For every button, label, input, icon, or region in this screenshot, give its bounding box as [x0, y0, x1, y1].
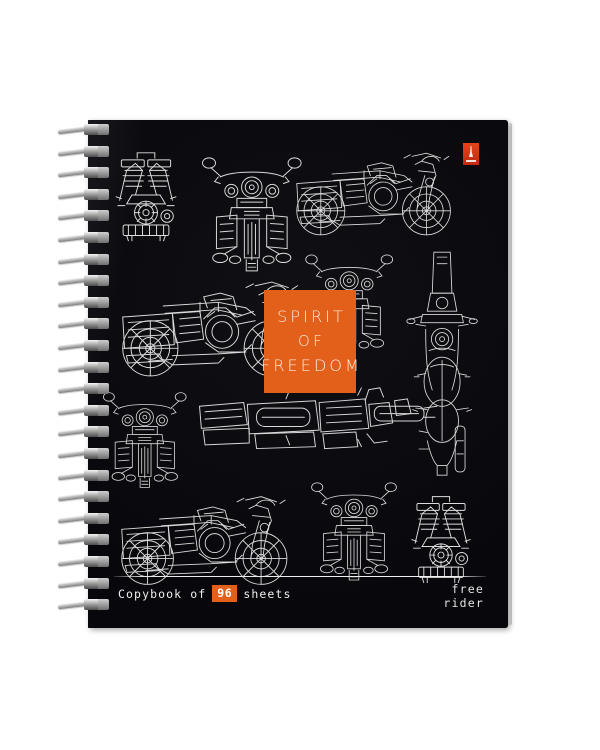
title-line-2: OF — [297, 331, 326, 350]
spiral-ring-body — [84, 275, 106, 287]
spiral-ring-tip — [98, 404, 109, 416]
spiral-ring-tip — [98, 556, 109, 567]
spiral-ring-body — [84, 556, 106, 567]
spiral-ring-body — [84, 318, 106, 330]
spiral-ring-body — [84, 577, 106, 589]
spiral-ring-body — [84, 188, 106, 200]
spiral-ring-tip — [98, 275, 109, 287]
spiral-ring-body — [84, 426, 106, 438]
logo-glyph-icon — [469, 146, 473, 157]
cover-footer: Copybook of 96 sheets free rider — [88, 570, 508, 628]
spiral-ring — [58, 383, 116, 395]
spiral-ring-tip — [98, 167, 109, 179]
spiral-ring — [58, 210, 116, 222]
spiral-ring — [58, 275, 116, 287]
spiral-ring — [58, 124, 116, 135]
title-line-3: FREEDOM — [261, 356, 362, 376]
spiral-ring — [58, 188, 116, 200]
spiral-ring — [58, 167, 116, 179]
spiral-ring-tip — [98, 188, 109, 200]
spiral-ring-body — [84, 448, 106, 459]
footer-divider — [114, 576, 486, 577]
spiral-ring-tip — [98, 512, 109, 524]
spiral-ring-tip — [98, 599, 109, 611]
spiral-ring-tip — [98, 318, 109, 330]
page-block-edge — [507, 123, 512, 625]
spiral-ring-tip — [98, 232, 109, 243]
spiral-ring-body — [84, 253, 106, 265]
spiral-binding — [58, 118, 122, 630]
spiral-ring-body — [84, 599, 106, 611]
spiral-ring-tip — [98, 448, 109, 459]
publisher-logo-badge — [463, 143, 479, 165]
spiral-ring-tip — [98, 534, 109, 546]
spiral-ring-body — [84, 210, 106, 222]
spiral-ring — [58, 426, 116, 438]
brand-line-2: rider — [443, 596, 484, 611]
notebook: SPIRIT OF FREEDOM Copybook of 96 sheets … — [88, 120, 512, 628]
spiral-ring-body — [84, 404, 106, 416]
spiral-ring-body — [84, 383, 106, 395]
spiral-ring-body — [84, 491, 106, 503]
spiral-ring — [58, 318, 116, 330]
spiral-ring-body — [84, 512, 106, 524]
spiral-ring-tip — [98, 426, 109, 438]
spiral-ring-body — [84, 232, 106, 243]
spiral-ring-tip — [98, 145, 109, 157]
spiral-ring-tip — [98, 296, 109, 308]
spiral-ring — [58, 512, 116, 524]
spiral-ring-body — [84, 124, 106, 135]
spiral-ring-tip — [98, 340, 109, 351]
spiral-ring — [58, 448, 116, 459]
brand-line-1: free — [451, 582, 484, 596]
copybook-suffix-text: sheets — [243, 586, 292, 601]
spiral-ring — [58, 577, 116, 589]
spiral-ring-tip — [98, 577, 109, 589]
spiral-ring-body — [84, 340, 106, 351]
spiral-ring-body — [84, 167, 106, 179]
spiral-ring-tip — [98, 124, 109, 135]
sheets-info: Copybook of 96 sheets — [118, 585, 291, 602]
spiral-ring-body — [84, 534, 106, 546]
spiral-ring-tip — [98, 361, 109, 373]
spiral-ring — [58, 491, 116, 503]
logo-bar — [466, 160, 476, 162]
spiral-ring-tip — [98, 469, 109, 481]
spiral-ring-tip — [98, 253, 109, 265]
spiral-ring — [58, 340, 116, 351]
sheets-count-badge: 96 — [212, 585, 238, 602]
spiral-ring — [58, 599, 116, 611]
copybook-prefix-text: Copybook of — [118, 586, 207, 601]
spiral-ring — [58, 232, 116, 243]
spiral-ring — [58, 556, 116, 567]
spiral-ring-tip — [98, 210, 109, 222]
title-label: SPIRIT OF FREEDOM — [261, 290, 359, 393]
spiral-ring — [58, 404, 116, 416]
notebook-cover: SPIRIT OF FREEDOM Copybook of 96 sheets … — [88, 120, 508, 628]
spiral-ring — [58, 253, 116, 265]
brand-name: free rider — [443, 582, 484, 611]
spiral-ring-tip — [98, 491, 109, 503]
spiral-ring-tip — [98, 383, 109, 395]
spiral-ring — [58, 469, 116, 481]
title-line-1: SPIRIT — [277, 307, 346, 327]
spiral-ring — [58, 361, 116, 373]
spiral-ring — [58, 534, 116, 546]
spiral-ring-body — [84, 296, 106, 308]
spiral-ring — [58, 145, 116, 157]
spiral-ring-body — [84, 361, 106, 373]
spiral-ring-body — [84, 145, 106, 157]
spiral-ring-body — [84, 469, 106, 481]
spiral-ring — [58, 296, 116, 308]
